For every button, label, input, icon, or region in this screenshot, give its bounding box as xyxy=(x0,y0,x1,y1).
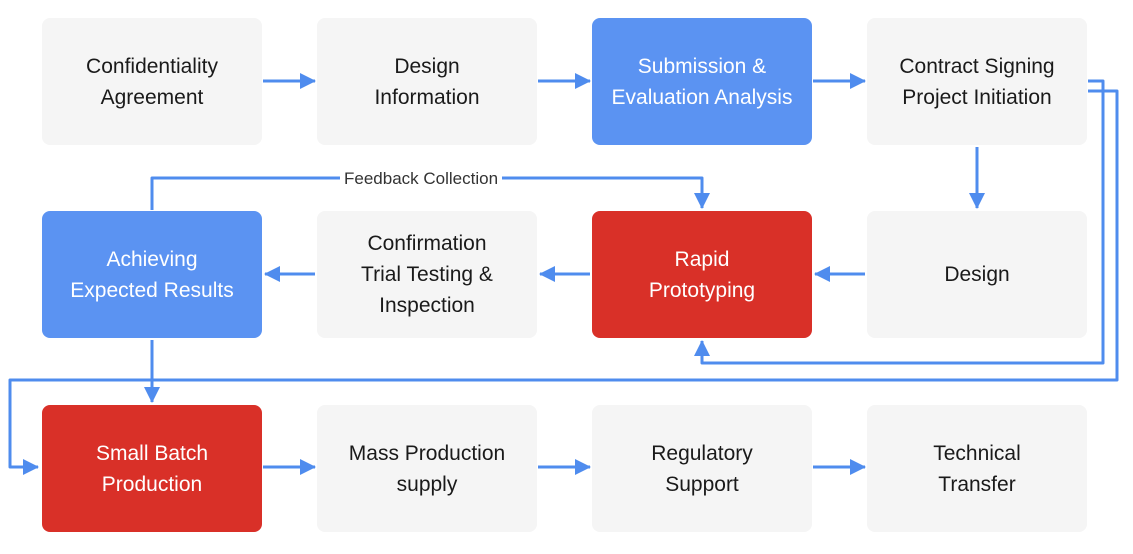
node-label: Contract Signing Project Initiation xyxy=(899,54,1055,109)
node-design: Design xyxy=(867,211,1087,338)
node-label: Mass Production supply xyxy=(348,441,506,496)
node-submission-evaluation: Submission & Evaluation Analysis xyxy=(592,18,812,145)
feedback-collection-label: Feedback Collection xyxy=(340,169,503,189)
node-design-information: Design Information xyxy=(317,18,537,145)
node-label: Design xyxy=(944,263,1010,286)
node-label: Small Batch Production xyxy=(95,441,209,496)
node-contract-signing: Contract Signing Project Initiation xyxy=(867,18,1087,145)
node-label: Rapid Prototyping xyxy=(648,247,756,302)
node-label: Technical Transfer xyxy=(933,441,1021,496)
node-confirmation-trial-testing: Confirmation Trial Testing & Inspection xyxy=(317,211,537,338)
node-achieving-expected-results: Achieving Expected Results xyxy=(42,211,262,338)
node-label: Submission & Evaluation Analysis xyxy=(611,54,793,109)
node-confidentiality-agreement: Confidentiality Agreement xyxy=(42,18,262,145)
node-small-batch-production: Small Batch Production xyxy=(42,405,262,532)
node-label: Confidentiality Agreement xyxy=(86,54,218,109)
node-mass-production-supply: Mass Production supply xyxy=(317,405,537,532)
node-technical-transfer: Technical Transfer xyxy=(867,405,1087,532)
node-label: Confirmation Trial Testing & Inspection xyxy=(361,232,493,317)
arrow-contract-to-small-batch xyxy=(8,89,1119,475)
node-label: Regulatory Support xyxy=(651,441,753,496)
node-regulatory-support: Regulatory Support xyxy=(592,405,812,532)
arrow-contract-to-rapid xyxy=(694,79,1105,365)
node-label: Design Information xyxy=(374,54,480,109)
node-rapid-prototyping: Rapid Prototyping xyxy=(592,211,812,338)
node-label: Achieving Expected Results xyxy=(70,247,234,302)
